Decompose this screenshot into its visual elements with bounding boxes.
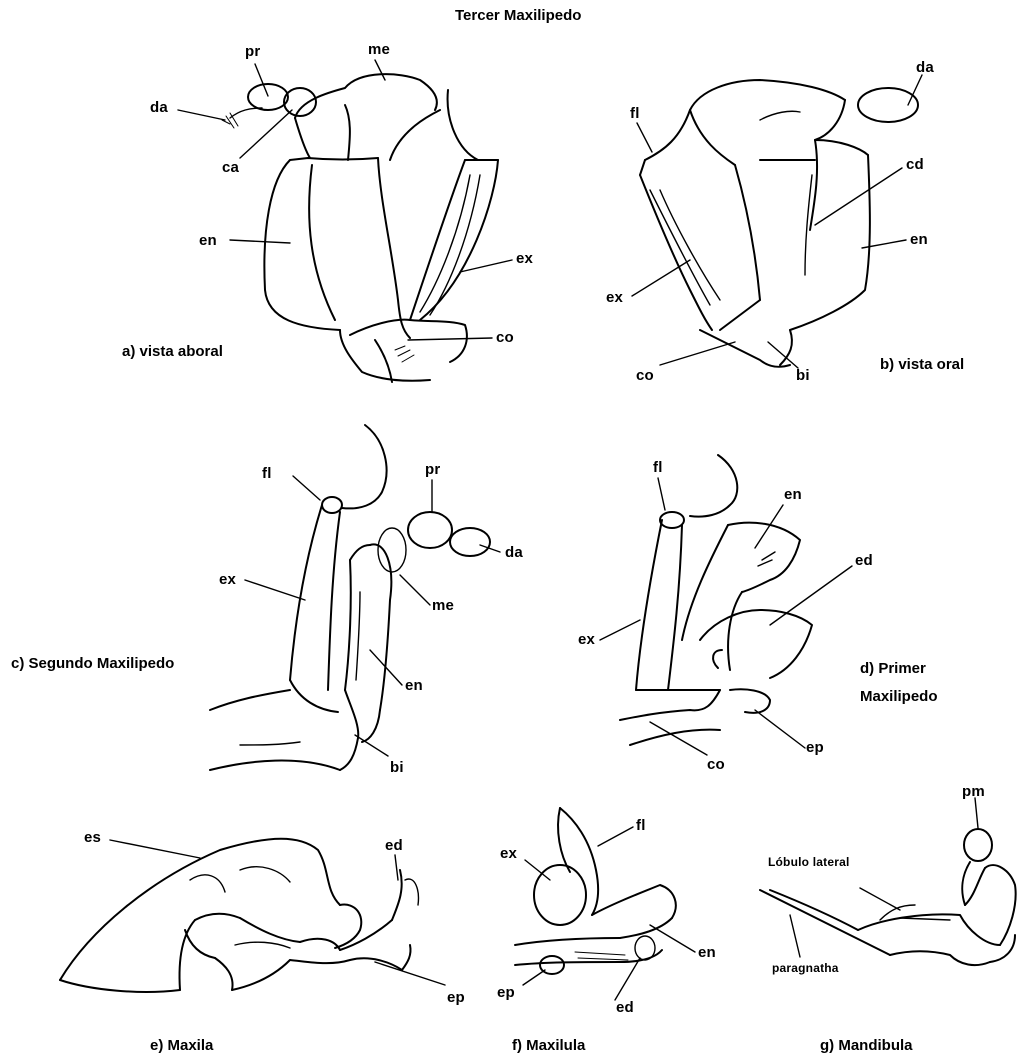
caption-f: f) Maxilula bbox=[512, 1037, 585, 1055]
label-f-ep: ep bbox=[497, 985, 515, 1001]
label-d-ep: ep bbox=[806, 740, 824, 756]
label-d-ex: ex bbox=[578, 632, 595, 648]
label-d-en: en bbox=[784, 487, 802, 503]
label-c-pr: pr bbox=[425, 462, 440, 478]
label-a-pr: pr bbox=[245, 44, 260, 60]
label-c-en: en bbox=[405, 678, 423, 694]
label-f-en: en bbox=[698, 945, 716, 961]
label-b-ex: ex bbox=[606, 290, 623, 306]
caption-e: e) Maxila bbox=[150, 1037, 213, 1055]
label-c-me: me bbox=[432, 598, 454, 614]
label-f-fl: fl bbox=[636, 818, 646, 834]
drawing-g-mandibula bbox=[760, 829, 1016, 965]
drawing-f-maxilula bbox=[515, 808, 676, 974]
label-b-cd: cd bbox=[906, 157, 924, 173]
drawing-a-aboral bbox=[222, 74, 498, 382]
label-c-da: da bbox=[505, 545, 523, 561]
caption-b: b) vista oral bbox=[880, 356, 964, 374]
caption-g: g) Mandibula bbox=[820, 1037, 913, 1055]
caption-d-line1: d) Primer bbox=[860, 660, 926, 678]
label-g-paragnatha: paragnatha bbox=[772, 960, 839, 976]
drawing-b-oral bbox=[640, 80, 918, 367]
label-d-fl: fl bbox=[653, 460, 663, 476]
label-d-co: co bbox=[707, 757, 725, 773]
label-b-co: co bbox=[636, 368, 654, 384]
label-a-co: co bbox=[496, 330, 514, 346]
label-g-pm: pm bbox=[962, 784, 985, 800]
label-a-da: da bbox=[150, 100, 168, 116]
label-c-fl: fl bbox=[262, 466, 272, 482]
label-b-fl: fl bbox=[630, 106, 640, 122]
label-c-bi: bi bbox=[390, 760, 404, 776]
label-c-ex: ex bbox=[219, 572, 236, 588]
label-f-ed: ed bbox=[616, 1000, 634, 1016]
label-a-me: me bbox=[368, 42, 390, 58]
figure-title: Tercer Maxilipedo bbox=[455, 7, 581, 24]
label-e-ep: ep bbox=[447, 990, 465, 1006]
label-e-es: es bbox=[84, 830, 101, 846]
label-b-da: da bbox=[916, 60, 934, 76]
caption-c: c) Segundo Maxilipedo bbox=[11, 655, 174, 673]
label-a-ca: ca bbox=[222, 160, 239, 176]
caption-a: a) vista aboral bbox=[122, 343, 223, 361]
drawing-e-maxila bbox=[60, 839, 418, 992]
label-g-lobulo-lateral: Lóbulo lateral bbox=[768, 854, 849, 870]
label-b-bi: bi bbox=[796, 368, 810, 384]
label-f-ex: ex bbox=[500, 846, 517, 862]
label-a-ex: ex bbox=[516, 251, 533, 267]
caption-d-line2: Maxilipedo bbox=[860, 688, 938, 706]
label-a-en: en bbox=[199, 233, 217, 249]
label-b-en: en bbox=[910, 232, 928, 248]
label-d-ed: ed bbox=[855, 553, 873, 569]
label-e-ed: ed bbox=[385, 838, 403, 854]
